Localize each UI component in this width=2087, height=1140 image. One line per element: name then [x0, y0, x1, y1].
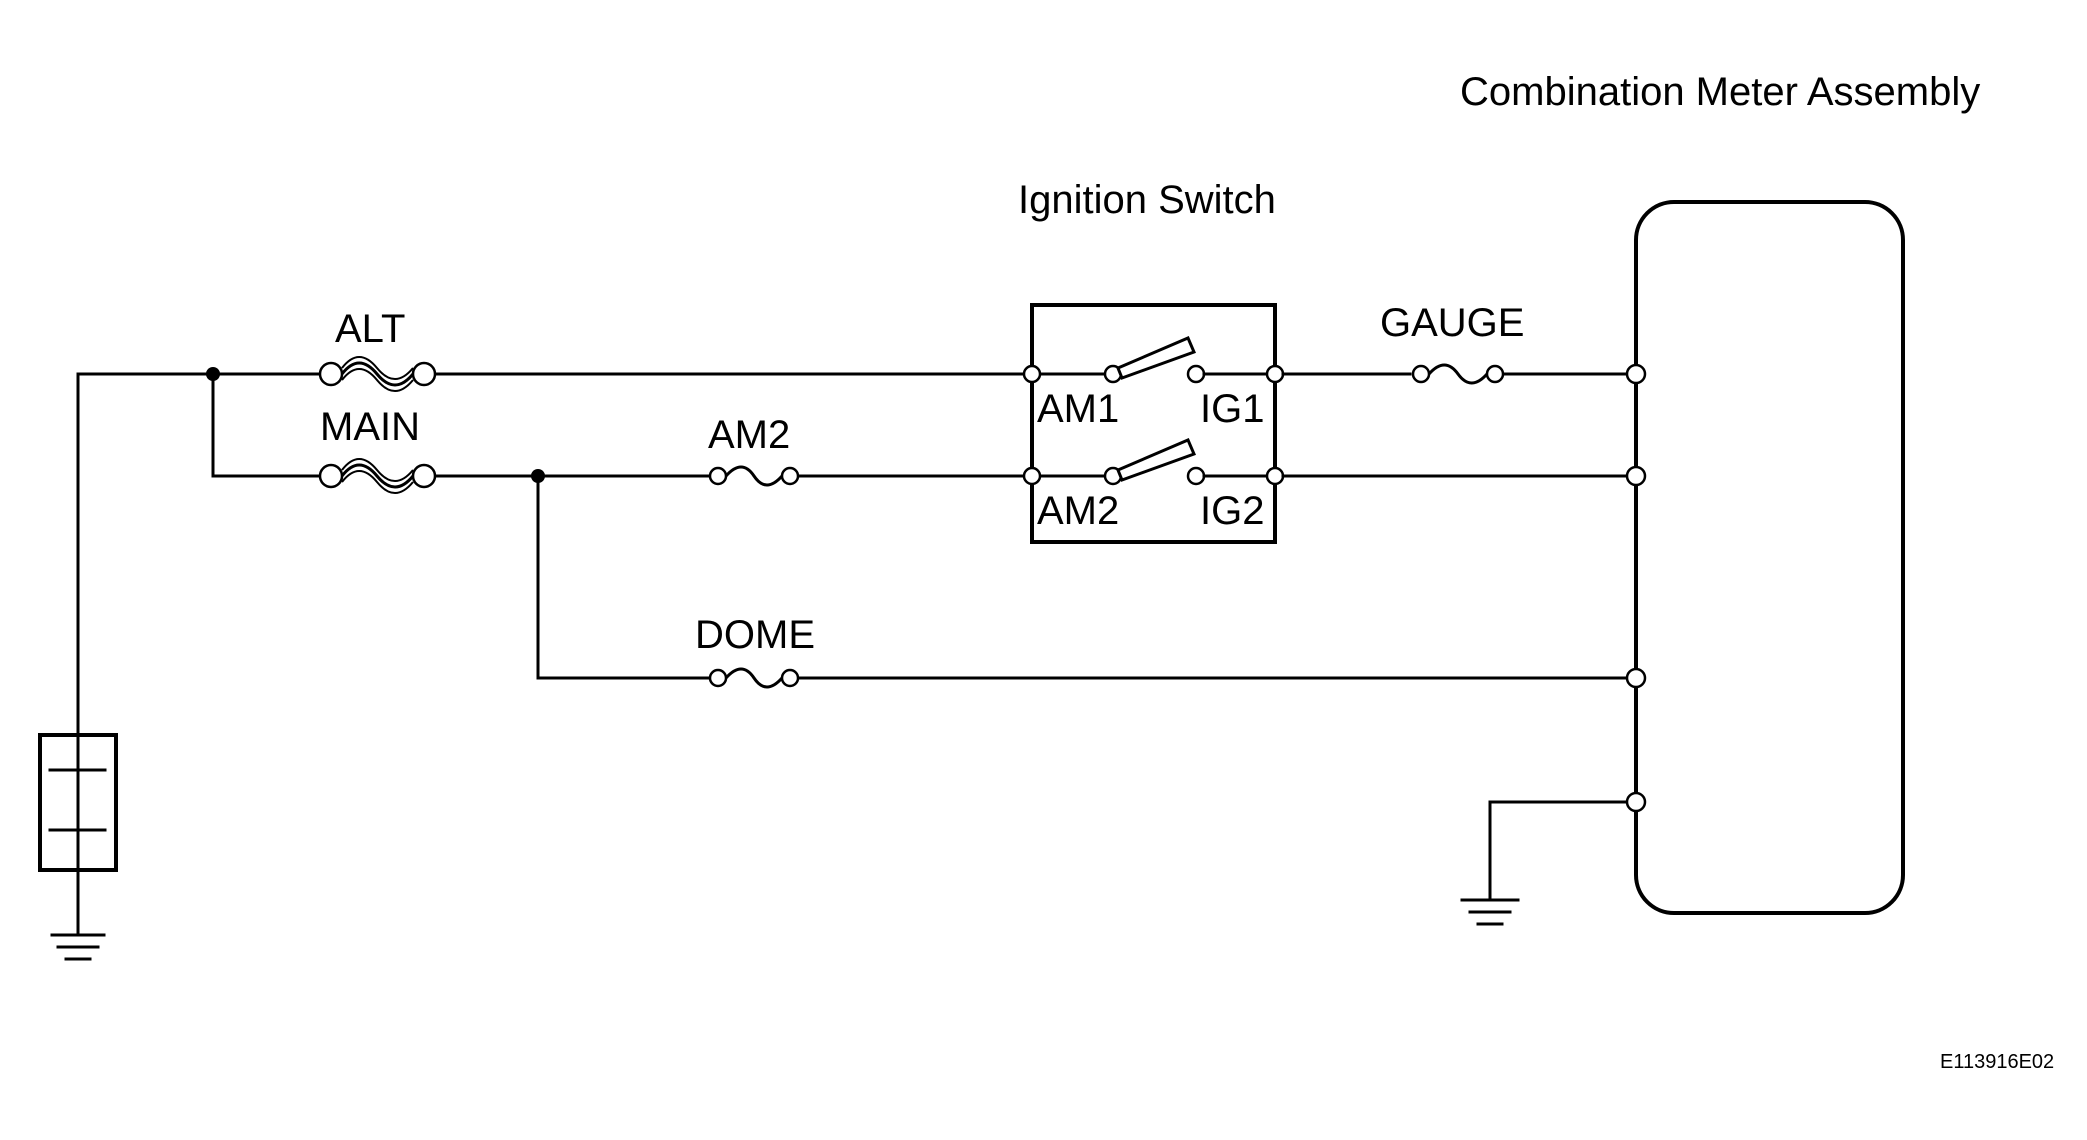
dome-fuse [708, 667, 800, 689]
meter-assembly-title: Combination Meter Assembly [1460, 70, 1980, 114]
junction-dot [531, 469, 545, 483]
am2-fuse-label: AM2 [708, 413, 790, 457]
main-fuse-label: MAIN [320, 405, 420, 449]
gauge-fuse-label: GAUGE [1380, 301, 1524, 345]
dome-fuse-label: DOME [695, 613, 815, 657]
am2-fuse [708, 465, 800, 487]
main-fusible-link [318, 458, 437, 494]
alt-fuse-label: ALT [335, 307, 405, 351]
switch-terminal-ig2: IG2 [1200, 489, 1264, 533]
ignition-switch-box [1022, 303, 1285, 544]
meter-ground-icon [1460, 873, 1520, 926]
switch-terminal-am1: AM1 [1037, 387, 1119, 431]
switch-terminal-ig1: IG1 [1200, 387, 1264, 431]
figure-code: E113916E02 [1940, 1051, 2054, 1073]
meter-wiring [1281, 372, 1638, 877]
supply-wiring [76, 372, 1638, 740]
junction-dot [206, 367, 220, 381]
battery-ground-icon [50, 866, 106, 961]
gauge-fuse [1411, 363, 1505, 385]
switch-terminal-am2: AM2 [1037, 489, 1119, 533]
alt-fusible-link [318, 356, 437, 392]
combination-meter-box [1625, 200, 1905, 915]
battery-symbol [38, 733, 118, 872]
ignition-switch-label: Ignition Switch [1018, 178, 1276, 222]
